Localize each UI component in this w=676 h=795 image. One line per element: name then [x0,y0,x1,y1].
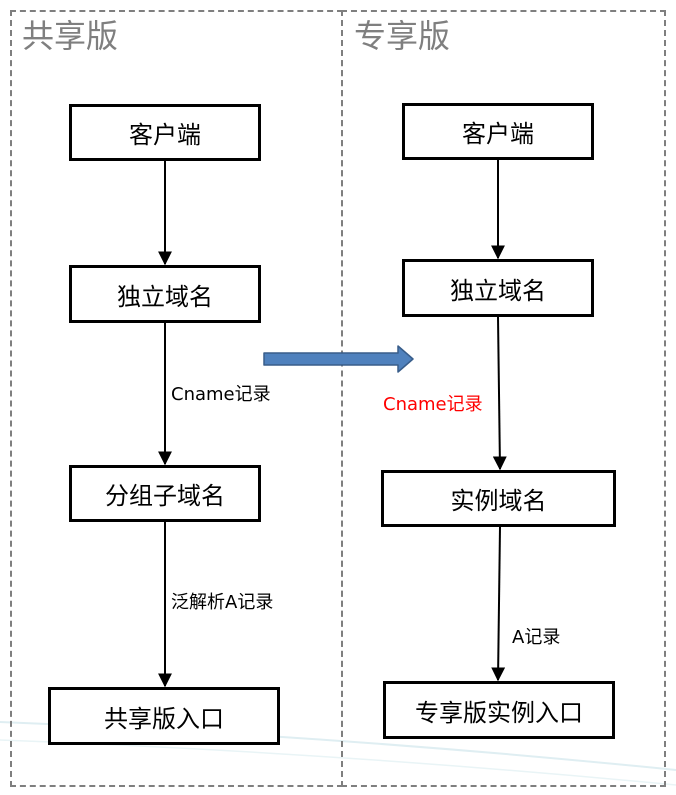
dedicated-custom-domain-node: 独立域名 [402,259,594,317]
dedicated-instance-domain-node: 实例域名 [381,470,616,527]
shared-panel-title: 共享版 [22,17,119,55]
dedicated-client-node: 客户端 [402,103,594,160]
dedicated-edge-domain-instance [492,316,507,471]
shared-cname-label: Cname记录 [171,384,271,405]
shared-client-node: 客户端 [69,104,261,161]
shared-entry-node: 共享版入口 [48,687,280,745]
dedicated-panel [341,10,666,787]
shared-custom-domain-node: 独立域名 [69,265,261,323]
dedicated-panel-title: 专享版 [354,17,451,55]
dedicated-entry-node: 专享版实例入口 [383,681,615,739]
dedicated-cname-label: Cname记录 [383,394,483,415]
shared-wildcard-a-label: 泛解析A记录 [171,592,274,613]
shared-group-subdomain-node: 分组子域名 [69,465,261,522]
dedicated-a-record-label: A记录 [512,627,561,648]
transition-arrow-icon [263,345,414,373]
dedicated-edge-instance-entry [491,526,506,682]
